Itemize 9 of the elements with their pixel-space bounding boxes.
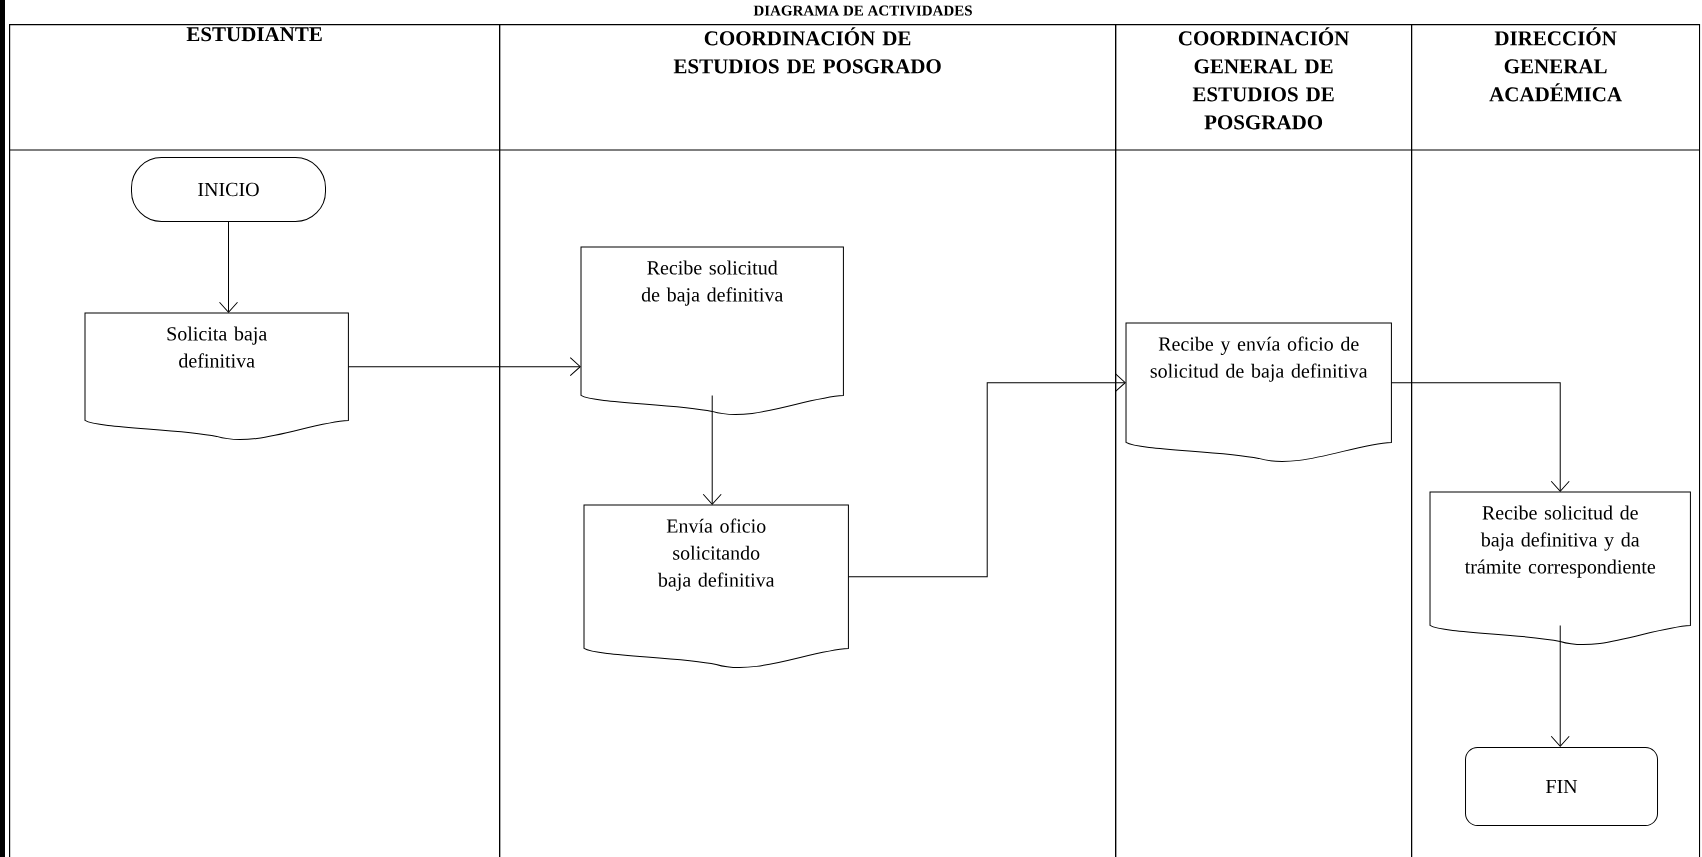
end-terminal: FIN (1465, 747, 1658, 826)
title: DIAGRAMA DE ACTIVIDADES (753, 5, 972, 16)
arrow (1550, 624, 1570, 747)
arrow (702, 394, 722, 505)
arrow (1390, 382, 1570, 492)
arrow (347, 357, 581, 377)
arrow (847, 373, 1126, 578)
start-terminal: INICIO (131, 157, 326, 222)
arrow (219, 221, 238, 313)
